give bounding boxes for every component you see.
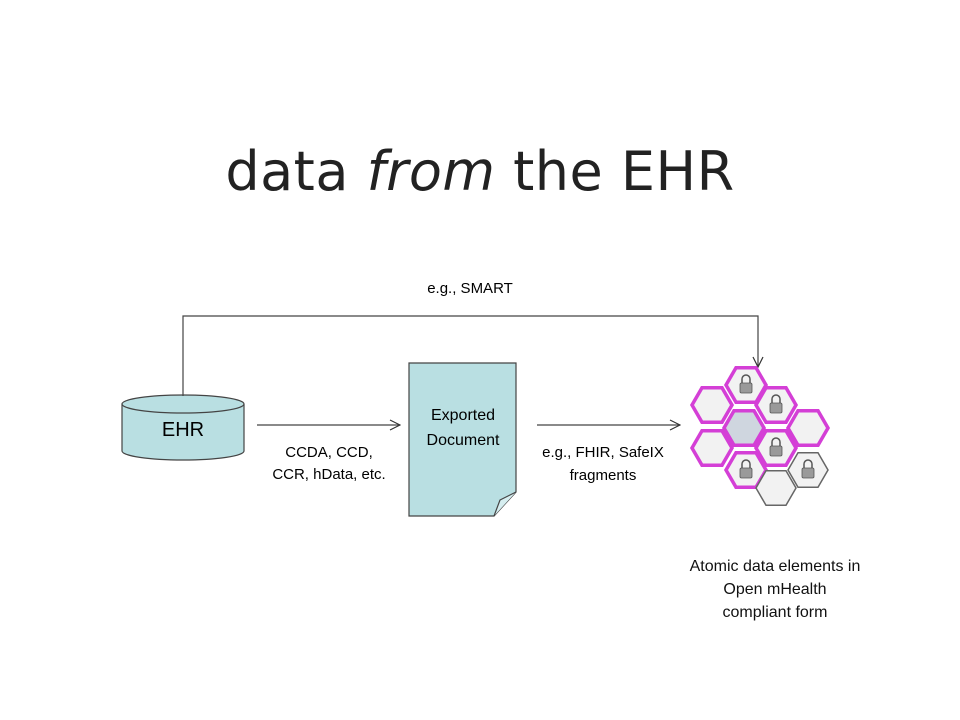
lock-icon — [801, 459, 815, 479]
data-element-hex — [787, 451, 829, 489]
title-part2: the EHR — [495, 140, 735, 203]
fhir-label-line1: e.g., FHIR, SafeIX — [542, 444, 664, 461]
lock-icon — [739, 374, 753, 394]
ehr-database-node: EHR — [121, 394, 245, 461]
data-element-hex — [721, 408, 767, 448]
data-element-hex — [753, 428, 799, 468]
caption-line1: Atomic data elements in — [689, 558, 861, 575]
exported-document-node: Exported Document — [408, 362, 517, 517]
data-element-hex — [753, 385, 799, 425]
document-label-line2: Document — [427, 432, 500, 449]
caption-line2: Open mHealth — [723, 581, 827, 599]
caption-line3: compliant form — [722, 604, 828, 622]
title-emphasis: from — [366, 140, 496, 203]
data-element-hex — [755, 469, 797, 507]
ehr-label: EHR — [162, 419, 204, 441]
title-part1: data — [225, 140, 367, 203]
lock-icon — [769, 394, 783, 414]
ccda-label-line1: CCDA, CCD, — [285, 444, 373, 461]
ccda-label-line2: CCR, hData, etc. — [272, 466, 385, 483]
lock-icon — [769, 437, 783, 457]
caption: Atomic data elements in Open mHealth com… — [640, 555, 910, 625]
fhir-label-line2: fragments — [570, 467, 637, 484]
data-element-hex — [723, 365, 769, 405]
data-element-hex — [689, 385, 735, 425]
data-element-hex — [785, 408, 831, 448]
smart-connector — [182, 315, 758, 396]
data-element-hex — [689, 428, 735, 468]
atomic-data-hex-cluster — [689, 365, 831, 507]
document-label-line1: Exported — [431, 407, 495, 424]
lock-icon — [739, 459, 753, 479]
page-title: data from the EHR — [0, 140, 960, 203]
smart-label: e.g., SMART — [427, 280, 513, 297]
